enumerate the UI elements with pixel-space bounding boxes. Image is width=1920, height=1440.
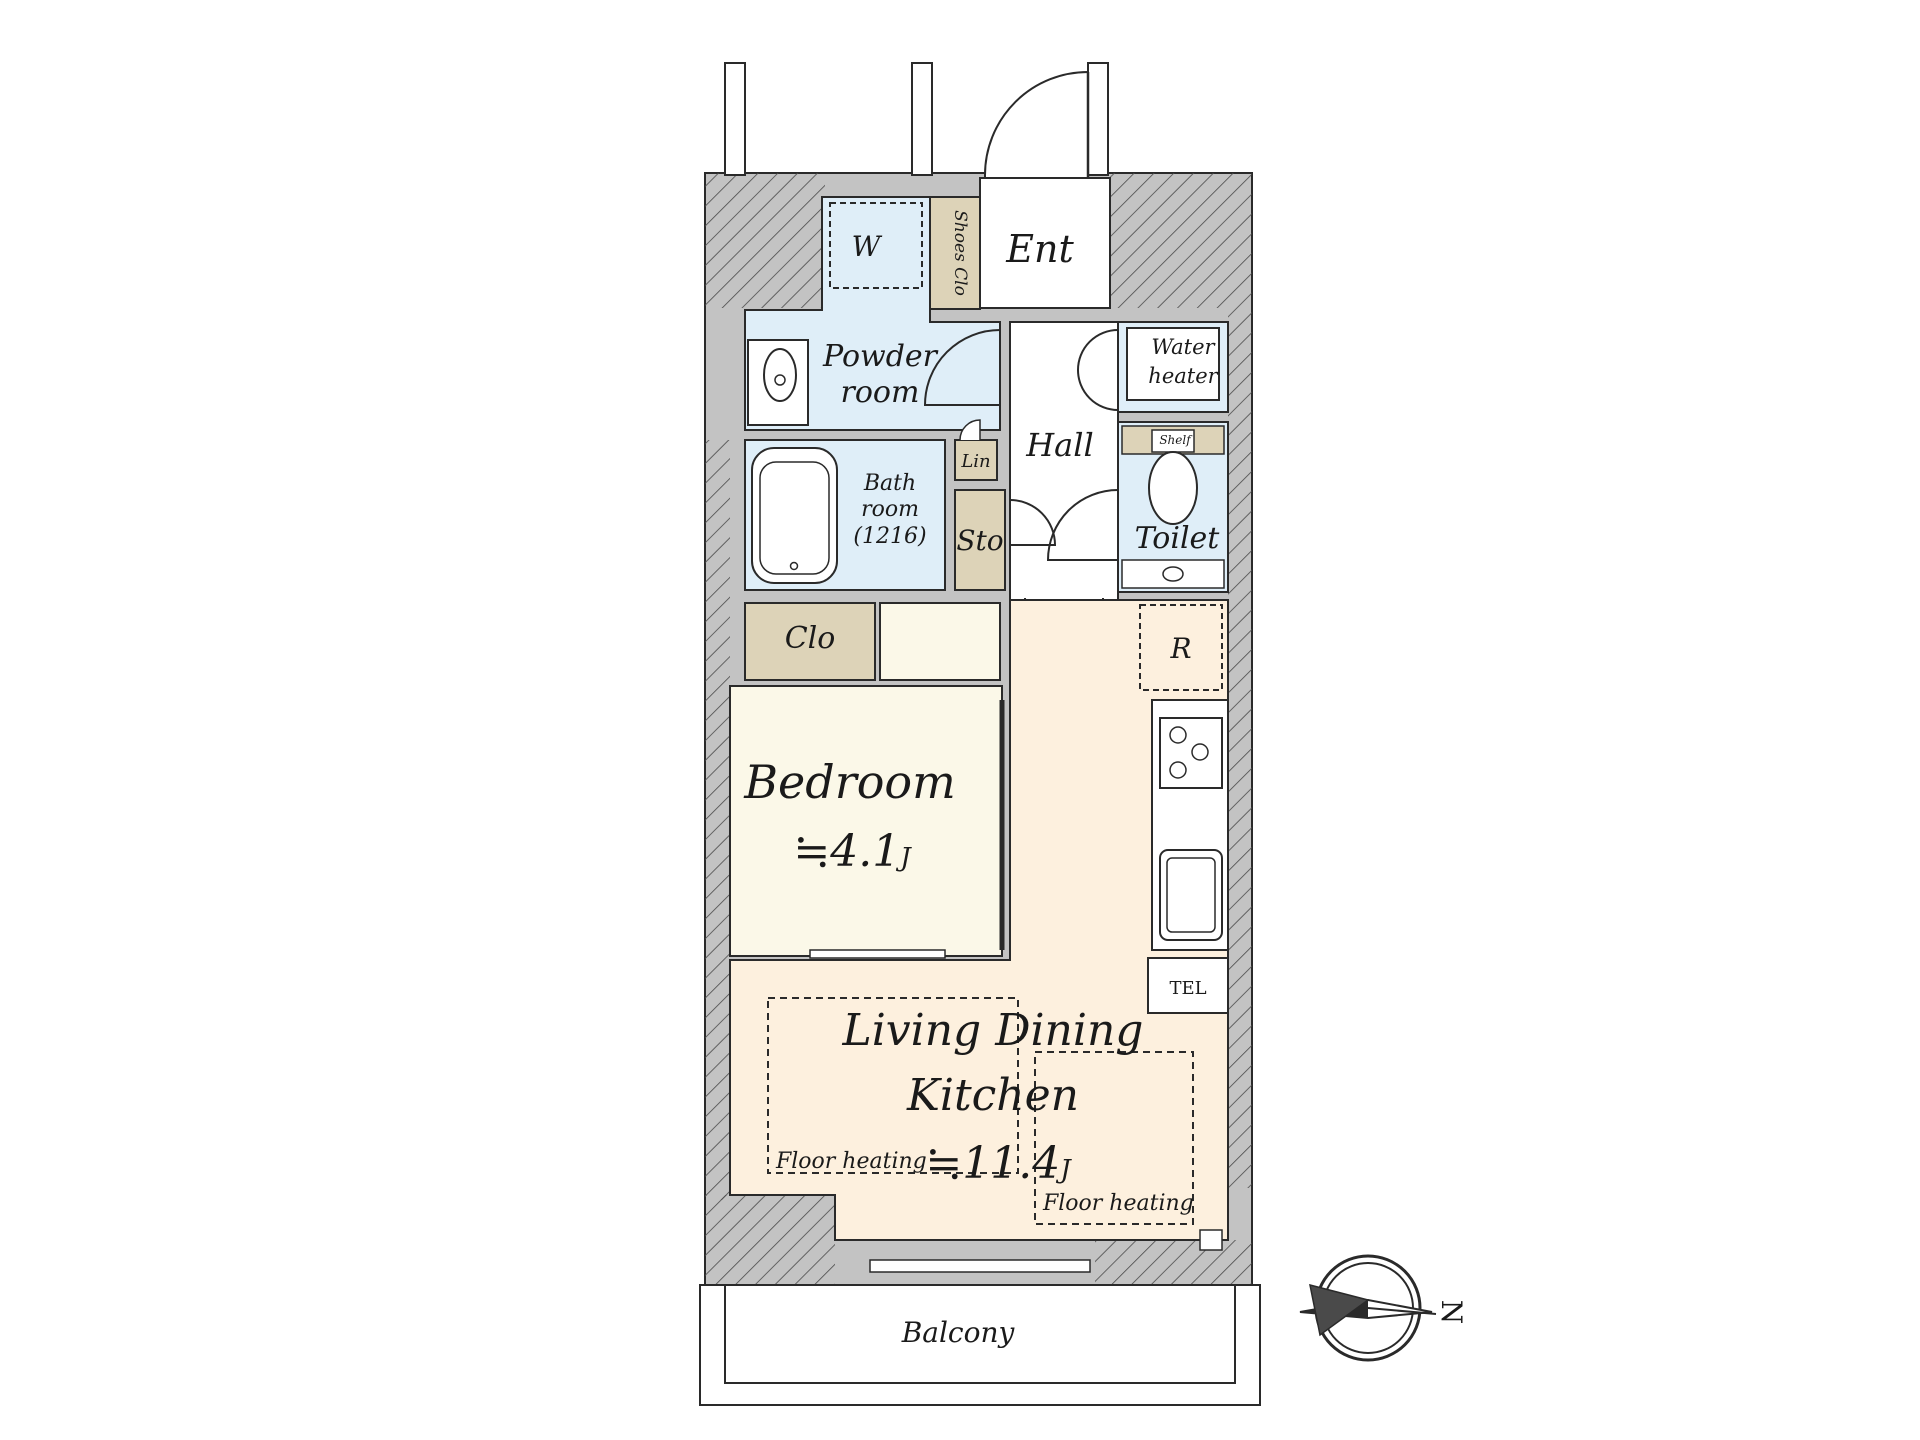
- right-wall-hatch: [1228, 308, 1252, 1188]
- sink-drain-icon: [774, 374, 786, 386]
- label-water-heater-2: heater: [1148, 364, 1219, 388]
- entrance-door-swing: [984, 70, 1089, 178]
- label-toilet-shelf: Shelf: [1159, 433, 1193, 447]
- hall-closet-door-swing: [1077, 329, 1119, 411]
- label-linen: Lin: [960, 451, 990, 472]
- label-bathroom-3: (1216): [853, 524, 926, 549]
- burner-1-icon: [1169, 726, 1187, 744]
- exterior-entry: [724, 62, 1109, 178]
- room-entrance[interactable]: [979, 177, 1111, 309]
- post-right: [1087, 62, 1109, 176]
- label-bathroom-2: room: [861, 497, 919, 522]
- post-mid: [911, 62, 933, 176]
- toilet-door-swing: [1046, 489, 1119, 561]
- post-left: [724, 62, 746, 176]
- floor-heating-zone-right: [1034, 1051, 1194, 1225]
- label-floor-heating-left: Floor heating: [775, 1149, 927, 1174]
- label-entrance: Ent: [1005, 227, 1074, 271]
- compass-north-label: N: [1435, 1300, 1468, 1325]
- burner-2-icon: [1191, 743, 1209, 761]
- kitchen-sink-icon: [1159, 849, 1223, 941]
- label-bathroom-1: Bath: [863, 471, 916, 496]
- label-powder-room-1: Powder: [822, 339, 939, 374]
- label-ldk-1: Living Dining: [842, 1005, 1144, 1056]
- label-refrigerator: R: [1169, 632, 1191, 665]
- label-hall: Hall: [1025, 426, 1093, 464]
- refrigerator-space[interactable]: [1139, 604, 1223, 691]
- bathtub-inner: [759, 461, 830, 575]
- bathtub-drain-icon: [789, 561, 799, 571]
- room-storage[interactable]: [954, 489, 1006, 591]
- label-powder-room-2: room: [841, 375, 920, 410]
- toilet-hand-basin-icon: [1162, 566, 1184, 582]
- burner-3-icon: [1169, 761, 1187, 779]
- balcony-inner: [724, 1284, 1236, 1384]
- balcony[interactable]: [699, 1284, 1261, 1406]
- stove-icon: [1159, 717, 1223, 789]
- compass-north-line: [1367, 1307, 1437, 1315]
- pipe-space: [1199, 1229, 1223, 1251]
- label-bedroom-area: ≒4.1J: [793, 826, 912, 877]
- label-bedroom: Bedroom: [743, 755, 955, 809]
- label-ldk-2: Kitchen: [906, 1070, 1079, 1121]
- label-toilet: Toilet: [1135, 521, 1221, 556]
- telephone-spot[interactable]: [1147, 957, 1229, 1014]
- left-wall-hatch: [705, 440, 730, 1200]
- linen-door-swing: [959, 419, 981, 441]
- label-ldk-area: ≒11.4J: [925, 1138, 1072, 1189]
- room-closet[interactable]: [744, 602, 876, 681]
- label-washer: W: [852, 230, 883, 263]
- washer-space[interactable]: [829, 202, 923, 289]
- label-shoes-closet: Shoes Clo: [950, 210, 970, 296]
- pillar-top-left: [705, 173, 825, 308]
- compass-needle-tail: [1309, 1283, 1370, 1337]
- label-floor-heating-right: Floor heating: [1042, 1191, 1194, 1216]
- label-storage: Sto: [956, 524, 1003, 557]
- compass-north-arrow-icon: N: [1299, 1254, 1468, 1362]
- room-bedroom[interactable]: [729, 685, 1003, 957]
- bathtub-icon: [751, 447, 838, 584]
- pillar-top-right: [1110, 173, 1252, 308]
- closet-blank-area: [879, 602, 1001, 681]
- storage-door-swing: [1009, 499, 1057, 546]
- powder-door-swing: [923, 329, 1001, 406]
- toilet-bowl-icon: [1148, 451, 1198, 525]
- label-closet: Clo: [785, 621, 836, 656]
- floor-heating-zone-left: [767, 997, 1019, 1174]
- ldk-window: [869, 1259, 1091, 1273]
- kitchen-sink-inner: [1166, 857, 1216, 933]
- bedroom-window: [809, 949, 946, 959]
- room-shoes-closet[interactable]: [929, 196, 981, 310]
- label-balcony: Balcony: [901, 1316, 1016, 1349]
- label-telephone: TEL: [1169, 978, 1206, 999]
- label-water-heater-1: Water: [1151, 335, 1216, 359]
- pillar-bottom-right: [1095, 1240, 1252, 1285]
- pillar-bottom-left: [705, 1195, 835, 1285]
- water-heater-unit: [1126, 327, 1220, 401]
